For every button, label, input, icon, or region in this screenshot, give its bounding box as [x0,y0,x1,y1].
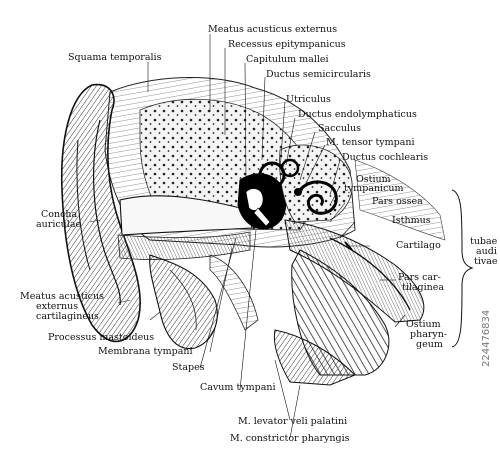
label-tubae-2: audi [476,246,497,257]
label-membrana-tympani: Membrana tympani [98,346,193,357]
label-stapes: Stapes [172,362,205,373]
label-utriculus: Utriculus [286,94,331,105]
label-ductus-endolymphaticus: Ductus endolymphaticus [298,109,417,120]
label-meatus-cart-2: externus [36,301,79,312]
label-recessus-epitympanicus: Recessus epitympanicus [228,39,346,50]
label-cavum-tympani: Cavum tympani [200,382,276,393]
brace [451,189,474,348]
label-ostium-tympanicum-1: Ostium [356,174,391,185]
label-isthmus: Isthmus [392,215,431,226]
label-m-tensor-tympani: M. tensor tympani [326,137,415,148]
label-concha-2: auriculae [36,219,82,230]
label-concha-1: Concha [41,209,78,220]
label-ductus-semicircularis: Ductus semicircularis [266,69,371,80]
mastoid-process [149,254,218,350]
label-capitulum-mallei: Capitulum mallei [246,54,329,65]
watermark-id: 224476834 [480,306,493,370]
label-m-constrictor-pharyngis: M. constrictor pharyngis [230,433,350,444]
label-pars-ossea: Pars ossea [372,196,423,207]
label-pars-cartilaginea-2: tilaginea [402,282,445,293]
label-tubae-1: tubae [470,236,498,247]
label-pars-cartilaginea-1: Pars car- [398,272,441,283]
label-meatus-cart-1: Meatus acusticus [20,291,104,302]
label-ostium-pharyngeum-3: geum [416,339,443,350]
pharyngeal-wall [354,159,446,241]
label-ductus-cochlearis: Ductus cochlearis [342,152,429,163]
muscles [209,249,390,386]
label-ostium-tympanicum-2: tympanicum [344,183,404,194]
leader-lines [89,34,406,439]
label-tubae-3: tivae [474,256,498,267]
label-ostium-pharyngeum-2: pharyn- [410,329,448,340]
label-sacculus: Sacculus [318,123,361,134]
label-cartilago: Cartilago [396,240,441,251]
external-meatus [117,195,253,260]
label-ostium-pharyngeum-1: Ostium [406,319,441,330]
inner-ear [258,144,353,223]
label-squama-temporalis: Squama temporalis [68,52,162,63]
auricle [60,83,141,343]
label-processus-mastoideus: Processus mastoideus [48,332,155,343]
label-meatus-cart-3: cartilagineus [36,311,99,322]
label-m-levator-veli-palatini: M. levator veli palatini [238,416,348,427]
label-meatus-acusticus-externus: Meatus acusticus externus [208,24,338,35]
